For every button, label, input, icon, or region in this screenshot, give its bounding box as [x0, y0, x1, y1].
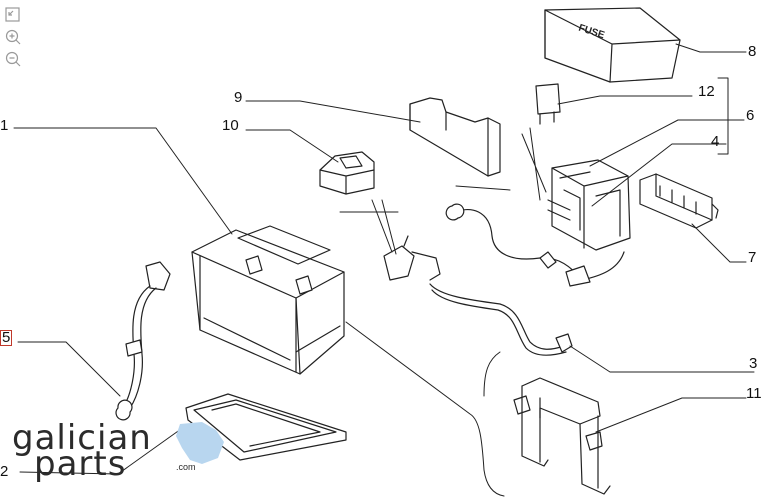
leader-lines	[13, 43, 755, 497]
part-relay-box	[547, 159, 631, 251]
part-small-holder	[319, 151, 375, 195]
part-main-cable	[445, 203, 625, 287]
callout-8[interactable]: 8	[748, 43, 757, 60]
fit-screen-icon	[5, 7, 20, 22]
callout-11[interactable]: 11	[746, 385, 762, 402]
part-fuse-box-cover: FUSE	[544, 7, 681, 83]
callout-5[interactable]: 5	[0, 329, 13, 346]
part-bracket	[409, 97, 501, 177]
callout-1[interactable]: 1	[0, 117, 9, 134]
part-battery-clamp	[513, 377, 611, 495]
zoom-in-icon	[5, 29, 21, 45]
galicianparts-watermark: galician parts .com	[12, 418, 224, 484]
zoom-out-button[interactable]	[4, 50, 24, 68]
fit-page-button[interactable]	[4, 6, 24, 24]
callout-2[interactable]: 2	[0, 463, 9, 480]
watermark-line1: galician	[12, 418, 152, 458]
galicia-map-shape	[176, 422, 224, 464]
callout-9[interactable]: 9	[234, 89, 243, 106]
callout-4[interactable]: 4	[711, 133, 720, 150]
callout-3[interactable]: 3	[749, 355, 758, 372]
part-battery-tray	[185, 393, 347, 461]
zoom-out-icon	[5, 51, 21, 67]
callout-12[interactable]: 12	[698, 83, 715, 100]
watermark-domain: .com	[176, 462, 196, 472]
part-maxi-fuse	[535, 83, 561, 125]
callout-10[interactable]: 10	[222, 117, 239, 134]
part-negative-cable	[115, 261, 171, 421]
callout-7[interactable]: 7	[748, 249, 757, 266]
callout-6[interactable]: 6	[746, 107, 755, 124]
watermark-line2: parts	[34, 444, 127, 484]
part-terminal-cable	[383, 235, 573, 356]
zoom-in-button[interactable]	[4, 28, 24, 46]
part-battery	[191, 225, 345, 375]
part-fuse-block	[639, 173, 719, 229]
